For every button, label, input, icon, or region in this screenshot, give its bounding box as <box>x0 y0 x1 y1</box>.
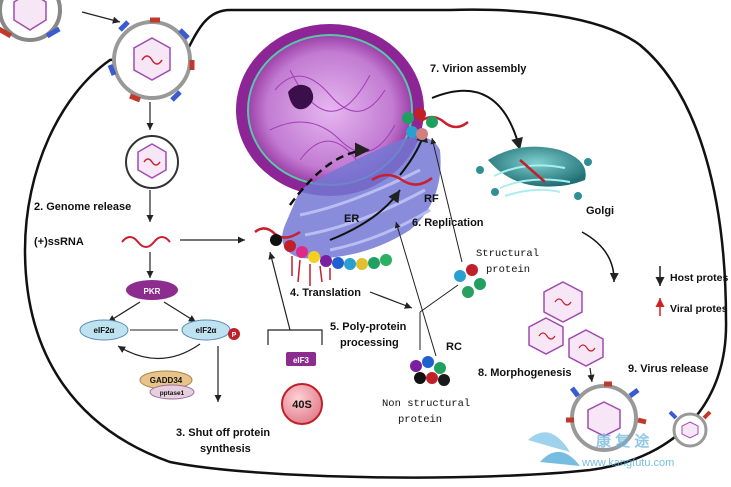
label-virion-assembly: 7. Virion assembly <box>430 63 527 75</box>
arrow-icon <box>268 251 291 331</box>
entry-virion-icon <box>107 17 195 103</box>
label-phospho: P <box>232 332 237 339</box>
arrow-icon <box>329 189 401 241</box>
structural-protein-cluster <box>454 264 486 298</box>
golgi-apparatus <box>476 146 592 200</box>
label-genome-release: 2. Genome release <box>34 201 131 213</box>
arrow-icon <box>107 301 141 323</box>
ssrna-replication <box>371 173 433 186</box>
incoming-virion-icon <box>0 0 62 42</box>
replication-factory-beads <box>402 108 438 140</box>
label-nonstructural-1: Non structural <box>382 398 470 410</box>
arrow-icon <box>163 301 197 323</box>
dashed-arrow-icon <box>288 142 371 206</box>
arrow-icon <box>430 137 463 263</box>
label-virus-release: 9. Virus release <box>628 363 709 375</box>
watermark-cn: 康 复 途 <box>596 432 650 450</box>
watermark-logo: 康 复 途 www.kangfutu.com <box>528 432 674 469</box>
progeny-virion-icon <box>568 329 604 367</box>
label-polyprotein-1: 5. Poly-protein <box>330 321 407 333</box>
entry-arrow-icon <box>81 11 121 24</box>
label-structural-1: Structural <box>476 248 539 260</box>
released-virion-icon <box>668 410 712 448</box>
label-rc: RC <box>446 341 462 353</box>
label-er: ER <box>344 213 359 225</box>
pkr-node <box>126 280 178 300</box>
label-rf: RF <box>424 193 439 205</box>
legend-host: Host protes <box>670 272 729 284</box>
label-eif3: eIF3 <box>293 356 310 365</box>
label-structural-2: protein <box>486 264 530 276</box>
arrow-icon <box>369 291 413 309</box>
label-eif2a-right: eIF2α <box>196 326 217 335</box>
label-nonstructural-2: protein <box>398 414 442 426</box>
cell-membrane <box>23 8 728 479</box>
label-translation: 4. Translation <box>290 287 361 299</box>
arrow-icon <box>587 367 595 383</box>
label-shut-off-2: synthesis <box>200 443 251 455</box>
label-pptase: pptase1 <box>160 390 185 397</box>
structural-branch <box>419 284 459 313</box>
label-golgi: Golgi <box>586 205 614 217</box>
ssrna-on-er <box>254 227 301 239</box>
nascent-peptides <box>291 256 331 286</box>
label-morphogenesis: 8. Morphogenesis <box>478 367 572 379</box>
eif3-node <box>286 352 316 366</box>
budding-virion-icon <box>566 381 647 452</box>
capsid-icon <box>125 135 179 189</box>
pptase-node <box>149 384 195 400</box>
endoplasmic-reticulum <box>282 136 441 259</box>
nucleolus <box>288 84 314 110</box>
label-40s: 40S <box>292 399 312 411</box>
eif2a-node <box>79 319 129 341</box>
eif3-bracket <box>267 329 323 345</box>
label-eif2a-left: eIF2α <box>94 326 115 335</box>
arrow-icon <box>431 89 523 151</box>
label-polyprotein-2: processing <box>340 337 399 349</box>
watermark-url: www.kangfutu.com <box>581 457 674 469</box>
phosphate-icon <box>228 328 240 340</box>
arrow-icon <box>581 231 619 283</box>
label-shut-off-1: 3. Shut off protein <box>176 427 270 439</box>
label-pkr: PKR <box>144 287 161 296</box>
40s-subunit <box>281 383 323 425</box>
label-ssrna: (+)ssRNA <box>34 236 84 248</box>
progeny-virion-icon <box>543 281 583 323</box>
label-gadd34: GADD34 <box>150 376 183 385</box>
progeny-virion-icon <box>528 317 564 355</box>
ssrna-strand <box>121 236 171 248</box>
arrow-icon <box>394 221 437 357</box>
replication-complex-cluster <box>410 356 450 386</box>
arrow-icon <box>117 343 201 360</box>
ribosome-beads <box>270 234 392 270</box>
ssrna-assembly <box>419 115 469 129</box>
legend-viral: Viral protes <box>670 303 728 315</box>
label-replication: 6. Replication <box>412 217 484 229</box>
